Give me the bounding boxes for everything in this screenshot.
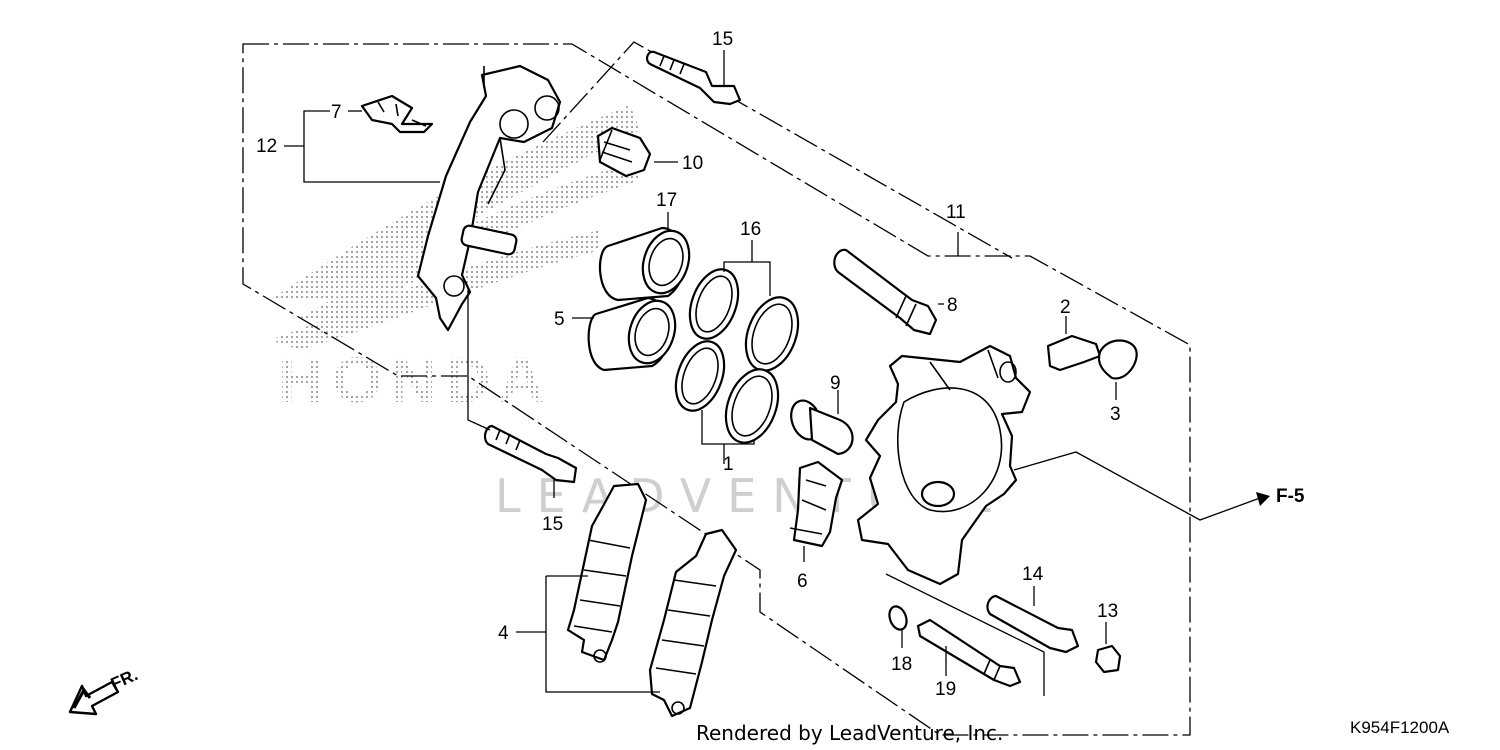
bolt-lower [483,424,578,484]
callout-16: 16 [740,219,761,240]
callout-19: 19 [935,679,956,700]
forward-arrow-icon [68,680,120,716]
callout-4: 4 [498,623,509,644]
slide-pin [833,248,938,336]
pad-spring [360,94,434,134]
lock-nut [1094,644,1122,674]
diagram-code: K954F1200A [1350,718,1450,737]
caliper-bracket [416,64,562,332]
piston-lower [587,296,677,372]
callout-5: 5 [554,309,565,330]
caliper-body [856,344,1032,586]
callout-8: 8 [947,295,958,316]
brake-pad-b [648,528,738,718]
pad-retainer [789,460,844,548]
piston-upper [598,226,691,302]
leader-lines [284,50,1261,696]
callout-15-lower: 15 [542,514,563,535]
callout-15-upper: 15 [712,29,733,50]
bleeder-cap [1097,339,1138,380]
piston-seals [674,268,800,444]
bleeder-valve [1046,334,1102,372]
forward-label: FR. [108,665,141,693]
callout-7: 7 [331,102,342,123]
callout-13: 13 [1097,601,1118,622]
bolt-upper [645,50,742,106]
callout-3: 3 [1110,404,1121,425]
pad-pin [916,618,1022,688]
assembly-outline [242,41,1191,736]
caliper-pin-long [986,594,1080,654]
render-credit: Rendered by LeadVenture, Inc. [696,721,1003,745]
callout-1: 1 [723,454,734,475]
callout-10: 10 [682,153,703,174]
callout-labels: 1 2 3 4 5 6 7 8 9 10 11 12 13 14 15 15 1… [256,29,1121,700]
callout-11: 11 [946,202,966,223]
o-ring [888,605,908,631]
callout-2: 2 [1060,297,1071,318]
callout-18: 18 [891,654,912,675]
callout-9: 9 [830,373,841,394]
callout-6: 6 [797,571,808,592]
callout-17: 17 [656,190,677,211]
honda-watermark-text: HONDA [278,344,553,416]
caliper-pin-assembly [790,399,854,456]
callout-14: 14 [1022,564,1044,585]
callout-12: 12 [256,136,277,157]
reference-arrow-icon [1256,492,1270,506]
figure-reference: F-5 [1276,486,1305,507]
brake-pad-a [566,482,648,663]
pin-boot [596,126,652,178]
